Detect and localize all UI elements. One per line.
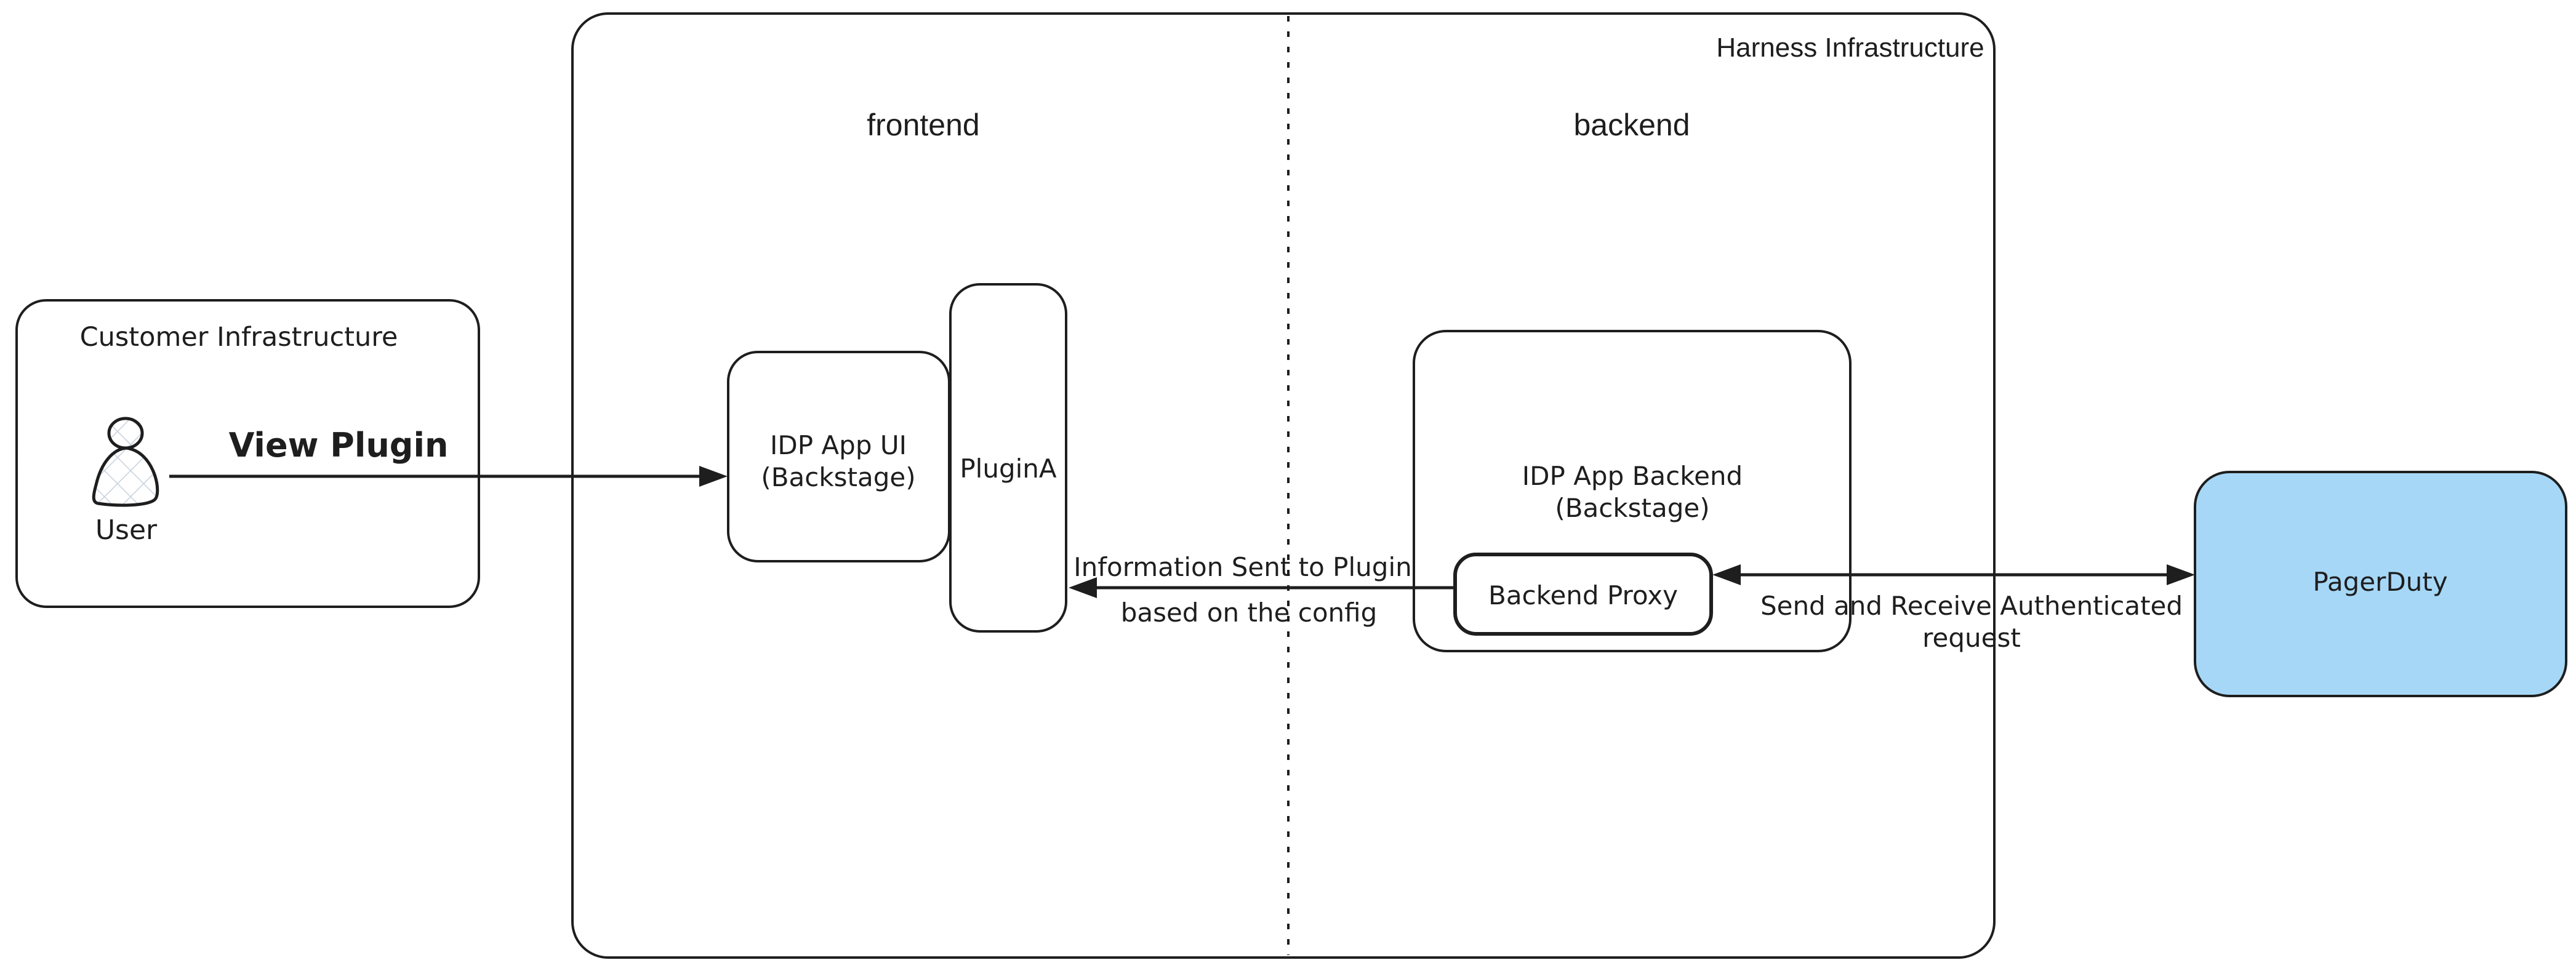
idp-app-ui-label-line2: (Backstage) [761,462,915,492]
info-sent-arrowhead [1069,577,1097,598]
info-sent-label-line2: based on the config [1121,598,1378,628]
customer-infrastructure-box [15,299,480,608]
auth-request-arrowhead-right [2167,564,2195,585]
idp-app-backend-label-line1: IDP App Backend [1522,461,1743,491]
user-icon [92,417,159,507]
plugin-a-label: PluginA [960,454,1057,484]
frontend-label: frontend [867,108,979,142]
customer-infrastructure-title: Customer Infrastructure [80,322,398,353]
backend-label: backend [1573,108,1690,142]
view-plugin-label: View Plugin [229,426,449,465]
auth-request-label-line1: Send and Receive Authenticated [1760,591,2183,621]
view-plugin-arrowhead [699,466,728,487]
pagerduty-box [2194,471,2567,697]
plugin-a-box [949,283,1067,633]
idp-app-ui-label-line1: IDP App UI [770,430,907,460]
harness-infrastructure-title: Harness Infrastructure [1716,33,1984,63]
user-body [92,446,159,507]
harness-infrastructure-box [571,12,1996,959]
auth-request-arrowhead-left [1712,564,1741,585]
pagerduty-label: PagerDuty [2313,567,2447,597]
user-head [107,417,144,450]
backend-proxy-label: Backend Proxy [1488,580,1678,610]
idp-app-backend-label-line2: (Backstage) [1555,493,1709,523]
info-sent-label-line1: Information Sent to Plugin [1073,552,1412,582]
backend-proxy-box [1453,553,1713,636]
auth-request-label-line2: request [1922,623,2021,653]
user-label: User [95,514,158,546]
